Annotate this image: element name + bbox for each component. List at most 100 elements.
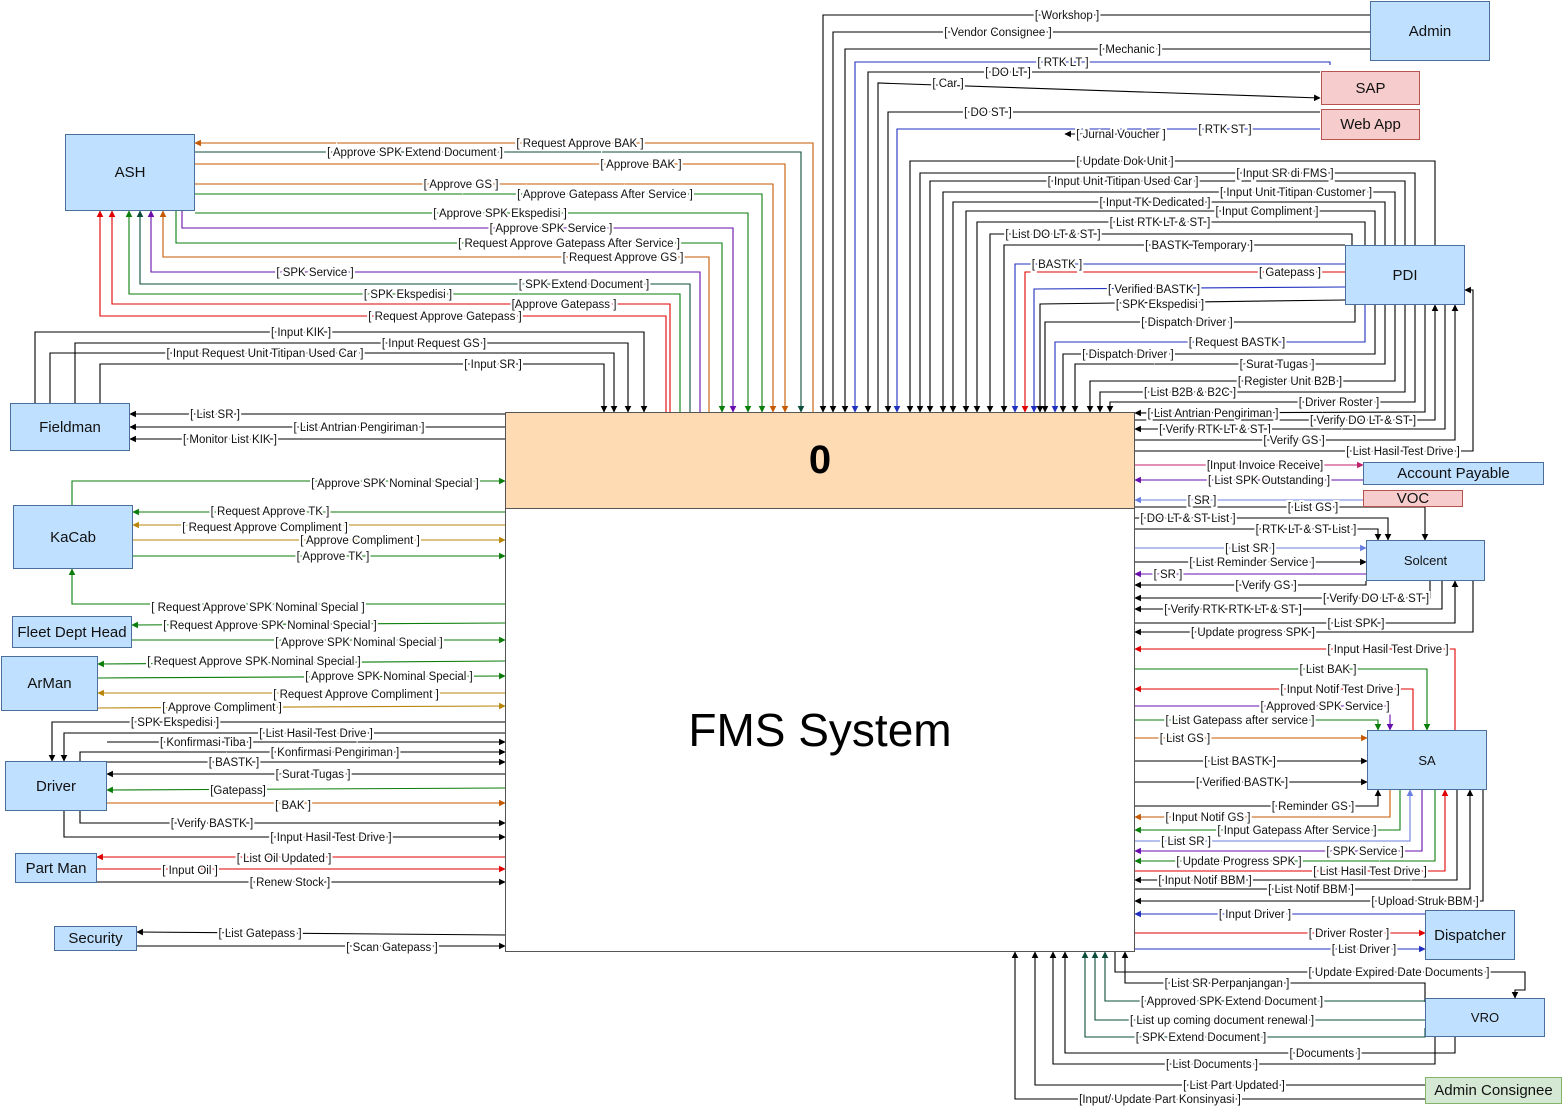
- flow-label: [ Input SR ]: [464, 359, 522, 371]
- flow-label: [ Verify GS ]: [1263, 435, 1324, 447]
- flow-label: [ Request Approve GS ]: [563, 252, 684, 264]
- flow-label: [ Input TK Dedicated ]: [1099, 197, 1210, 209]
- flow-line: [1135, 789, 1414, 842]
- flow-line: [1134, 581, 1474, 636]
- flow-line: [1135, 668, 1431, 731]
- flow-line: [106, 786, 506, 794]
- flow-label: [ Verified BASTK ]: [1108, 284, 1200, 296]
- flow-label: [ SPK Extend Document ]: [519, 279, 649, 291]
- entity-pdi: PDI: [1345, 245, 1465, 305]
- flow-line: [195, 183, 777, 413]
- flow-line: [97, 702, 506, 710]
- flow-label: [ Documents ]: [1290, 1048, 1361, 1060]
- entity-fieldman: Fieldman: [10, 403, 130, 451]
- flow-label: [ Driver Roster ]: [1309, 928, 1390, 940]
- flow-label: [ List BAK ]: [1300, 664, 1357, 676]
- process-name: FMS System: [505, 509, 1135, 952]
- flow-label: [ List SPK ]: [1328, 618, 1385, 630]
- flow-label: [ Verify RTK RTK LT & ST ]: [1164, 604, 1302, 616]
- entity-webapp: Web App: [1321, 109, 1420, 140]
- flow-line: [48, 721, 505, 762]
- flow-label: [ List GS ]: [1288, 502, 1339, 514]
- flow-line: [973, 221, 1366, 413]
- flow-line: [194, 139, 814, 412]
- flow-label: [ Upload Struk BBM ]: [1371, 896, 1478, 908]
- flow-line: [877, 82, 1321, 412]
- flow-line: [926, 180, 1406, 413]
- flow-label: [ Workshop ]: [1035, 10, 1099, 22]
- flow-label: [ Approve SPK Extend Document ]: [327, 147, 503, 159]
- flow-label: [ List SR ]: [1161, 836, 1211, 848]
- entity-security: Security: [54, 926, 137, 951]
- flow-label: [ Register Unit B2B ]: [1238, 376, 1342, 388]
- flow-label: [Approve Gatepass ]: [512, 299, 617, 311]
- flow-label: [ List Hasil Test Drive ]: [1346, 446, 1460, 458]
- entity-partman: Part Man: [15, 853, 97, 883]
- flow-label: [ Verify RTK LT & ST ]: [1159, 424, 1271, 436]
- flow-line: [1061, 951, 1456, 1054]
- flow-label: [ Request Approve SPK Nominal Special ]: [147, 656, 361, 668]
- flow-label: [ Input SR di FMS ]: [1236, 168, 1333, 180]
- flow-label: [ Jurnal Voucher ]: [1076, 129, 1166, 141]
- flow-label: [ Input Compliment ]: [1216, 206, 1319, 218]
- flow-label: [ Approve SPK Nominal Special ]: [311, 478, 478, 490]
- flow-label: [ Vendor Consignee ]: [944, 27, 1051, 39]
- flow-label: [ Input Oil ]: [162, 865, 218, 877]
- flow-label: [ Update Progress SPK ]: [1176, 856, 1301, 868]
- flow-label: [ Surat Tugas ]: [276, 769, 351, 781]
- flow-labels: [ Workshop ][ Vendor Consignee ][ Mechan…: [129, 8, 1492, 1107]
- flow-line: [175, 211, 726, 413]
- flow-label: [ List B2B & B2C ]: [1144, 387, 1236, 399]
- flow-line: [1135, 304, 1459, 441]
- flow-line: [884, 111, 1320, 413]
- flow-label: [ Reminder GS ]: [1272, 801, 1354, 813]
- flow-line: [181, 211, 737, 413]
- flow-line: [1134, 685, 1414, 730]
- flow-label: [ SR ]: [1154, 569, 1183, 581]
- flow-line: [893, 128, 1320, 413]
- flow-label: [ BASTK Temporary ]: [1145, 240, 1253, 252]
- flow-label: [ Request Approve SPK Nominal Special ]: [163, 620, 377, 632]
- flow-line: [74, 342, 632, 413]
- flow-line: [962, 210, 1376, 413]
- flow-label: [ Request Approve Gatepass After Service…: [458, 238, 680, 250]
- flow-line: [60, 732, 505, 762]
- flow-line: [1134, 790, 1391, 821]
- flow-label: [Input Invoice Receive]: [1207, 460, 1323, 472]
- flow-line: [986, 233, 1353, 413]
- flow-label: [ Car ]: [932, 78, 963, 90]
- flow-line: [1086, 305, 1396, 413]
- flow-label: [ List Gatepass after service ]: [1166, 715, 1315, 727]
- flow-label: [ Request Approve Compliment ]: [182, 522, 348, 534]
- entity-dispatcher: Dispatcher: [1425, 910, 1515, 960]
- flow-label: [ RTK LT ]: [1037, 57, 1088, 69]
- flow-line: [1091, 951, 1425, 1021]
- flow-line: [1135, 789, 1449, 872]
- flow-label: [ List Driver ]: [1332, 944, 1397, 956]
- flow-line: [1011, 951, 1425, 1100]
- flow-label: [ List Part Updated ]: [1183, 1080, 1285, 1092]
- flow-label: [ Input Request Unit Titipan Used Car ]: [167, 348, 364, 360]
- flow-line: [125, 210, 681, 412]
- flow-label: [ Verify DO LT & ST ]: [1310, 415, 1416, 427]
- flow-label: [ Input Notif Test Drive ]: [1280, 684, 1399, 696]
- flow-line: [1135, 719, 1382, 731]
- flow-line: [159, 210, 710, 412]
- flow-label: [ List SR ]: [1225, 543, 1275, 555]
- flow-line: [1011, 263, 1345, 413]
- flow-line: [1059, 305, 1376, 413]
- flow-label: [ Input Hasil Test Drive ]: [1327, 644, 1448, 656]
- flow-label: [ Request Approve SPK Nominal Special ]: [151, 602, 365, 614]
- flow-line: [1021, 271, 1345, 413]
- flow-line: [916, 172, 1416, 413]
- flow-label: [ Konfirmasi Pengiriman ]: [271, 747, 399, 759]
- flow-line: [1031, 951, 1425, 1086]
- flow-line: [195, 212, 752, 413]
- flow-label: [ List GS ]: [1160, 733, 1211, 745]
- flow-label: [ List up coming document renewal ]: [1130, 1015, 1314, 1027]
- flow-line: [949, 201, 1386, 413]
- flow-label: [ Input Unit Titipan Customer ]: [1220, 187, 1372, 199]
- flow-label: [ DO LT & ST List ]: [1140, 513, 1235, 525]
- entity-sa: SA: [1367, 730, 1487, 790]
- flow-label: [ Update Dok Unit ]: [1076, 156, 1173, 168]
